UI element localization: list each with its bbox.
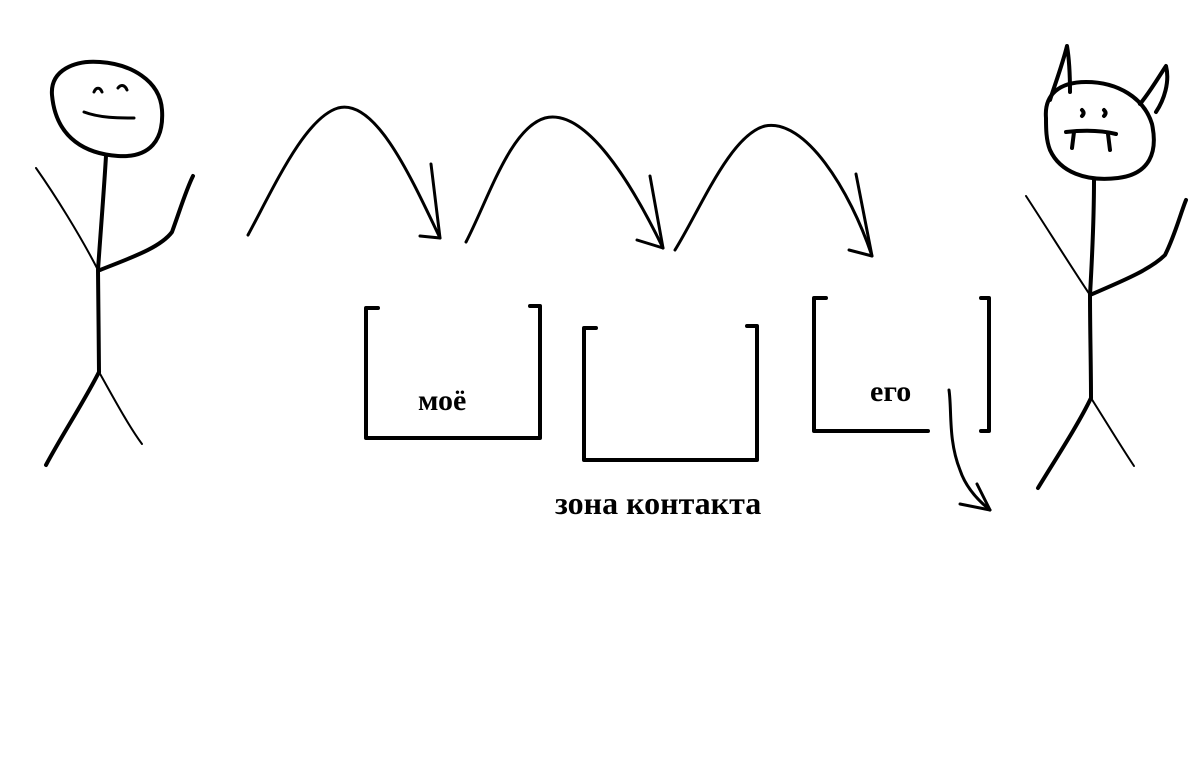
box-mine (364, 304, 542, 440)
box-contact-zone (582, 324, 759, 462)
devil-right-horn (1138, 64, 1170, 114)
label-his: его (870, 375, 912, 408)
devil-right-arm (1088, 198, 1188, 297)
label-mine: моё (418, 384, 467, 417)
label-contact-zone: зона контакта (555, 485, 762, 521)
arc-arrow-2 (464, 115, 665, 250)
left-person-head (49, 59, 165, 159)
left-person-right-arm (98, 174, 195, 272)
down-arrow (947, 388, 992, 512)
left-person-left-arm (35, 167, 99, 271)
devil-left-leg (1036, 396, 1093, 490)
left-person-body (96, 154, 108, 374)
devil-head (1043, 80, 1156, 181)
devil-left-arm (1025, 195, 1091, 296)
devil-fanged-mouth (1064, 128, 1118, 136)
left-person-smile (82, 110, 136, 120)
devil-left-horn (1048, 44, 1072, 102)
arc-arrow-1 (246, 105, 442, 240)
left-person-left-leg (44, 370, 101, 467)
devil-body (1088, 178, 1096, 400)
arc-arrow-3 (673, 123, 874, 258)
devil-right-leg (1090, 397, 1135, 467)
box-his (812, 296, 991, 433)
right-devil-figure (1025, 44, 1188, 490)
left-person-right-leg (98, 371, 143, 445)
left-person-figure (35, 59, 195, 467)
arc-arrows (246, 105, 874, 258)
